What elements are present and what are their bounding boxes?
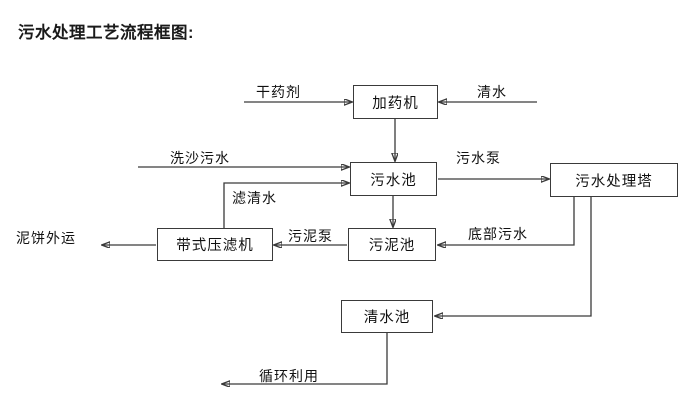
edge-tower-to-sludge-pool — [438, 197, 575, 245]
node-treatment-tower[interactable]: 污水处理塔 — [550, 163, 678, 197]
node-clean-water-pool[interactable]: 清水池 — [341, 300, 433, 333]
edge-label-bottom-sewage: 底部污水 — [468, 226, 528, 242]
node-dosing-machine[interactable]: 加药机 — [353, 85, 438, 119]
terminal-mud-cake-output: 泥饼外运 — [16, 230, 76, 246]
edge-tower-to-clean-water-pool — [435, 197, 592, 316]
edge-clean-water-pool-recycle — [222, 333, 388, 384]
edge-label-sand-wash-wastewater: 洗沙污水 — [170, 150, 230, 166]
page-title: 污水处理工艺流程框图: — [18, 24, 194, 42]
node-sludge-pool[interactable]: 污泥池 — [348, 228, 436, 261]
terminal-dry-chemical: 干药剂 — [256, 84, 301, 100]
edge-label-recycle-reuse: 循环利用 — [259, 368, 319, 384]
edge-label-filtered-clear-water: 滤清水 — [232, 190, 277, 206]
edge-label-sewage-pump: 污水泵 — [456, 150, 501, 166]
node-belt-filter-press[interactable]: 带式压滤机 — [157, 228, 273, 261]
edge-filtered-water-to-wastewater-pool — [223, 183, 349, 228]
edge-label-sludge-pump: 污泥泵 — [288, 228, 333, 244]
node-wastewater-pool[interactable]: 污水池 — [350, 162, 437, 196]
terminal-clean-water-input: 清水 — [477, 84, 507, 100]
